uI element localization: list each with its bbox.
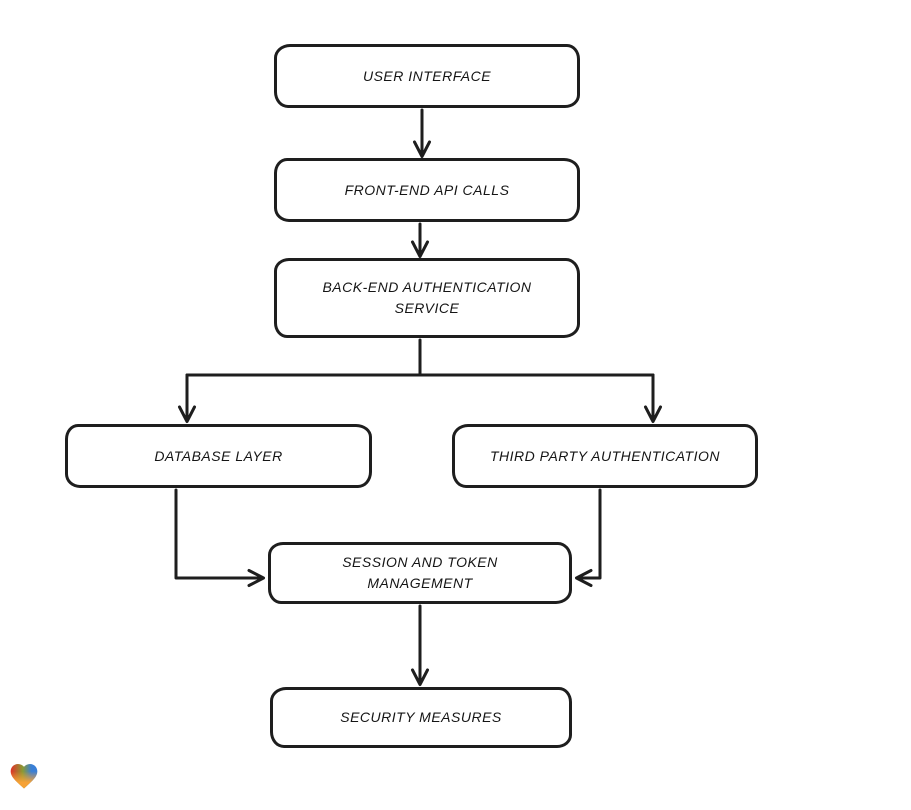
edge-database-to-session (174, 488, 265, 587)
edge-back-end-to-database (178, 373, 196, 423)
node-third-party-authentication-label: THIRD PARTY AUTHENTICATION (489, 447, 720, 464)
node-front-end-api-calls-label: FRONT-END API CALLS (344, 181, 510, 198)
node-session-and-token-management-label: SESSION AND TOKEN MANAGEMENT (342, 554, 498, 591)
node-back-end-authentication-service[interactable]: BACK-END AUTHENTICATION SERVICE (274, 258, 580, 338)
edge-front-end-to-back-end (411, 222, 429, 258)
node-third-party-authentication[interactable]: THIRD PARTY AUTHENTICATION (452, 424, 758, 488)
edge-user-interface-to-front-end (413, 108, 431, 158)
edge-session-to-security (411, 604, 429, 686)
node-session-and-token-management[interactable]: SESSION AND TOKEN MANAGEMENT (268, 542, 572, 604)
node-user-interface[interactable]: USER INTERFACE (274, 44, 580, 108)
node-user-interface-label: USER INTERFACE (362, 67, 492, 84)
node-back-end-authentication-service-label: BACK-END AUTHENTICATION SERVICE (322, 279, 532, 316)
node-database-layer[interactable]: DATABASE LAYER (65, 424, 372, 488)
node-security-measures[interactable]: SECURITY MEASURES (270, 687, 572, 748)
edge-third-party-to-session (575, 488, 602, 587)
edge-back-end-to-third-party (644, 373, 662, 423)
node-security-measures-label: SECURITY MEASURES (340, 709, 502, 725)
node-front-end-api-calls[interactable]: FRONT-END API CALLS (274, 158, 580, 222)
edge-back-end-branch-trunk (185, 338, 655, 377)
node-database-layer-label: DATABASE LAYER (154, 447, 283, 464)
heart-logo[interactable] (8, 760, 40, 792)
